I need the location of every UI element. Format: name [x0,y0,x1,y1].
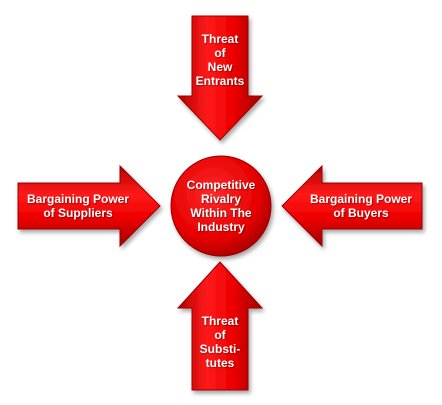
arrow-bottom [176,261,264,391]
arrow-top [176,15,264,141]
arrow-right [281,164,423,248]
arrow-left [17,164,161,248]
bargaining-power-suppliers-label: Bargaining Power of Suppliers [26,192,130,220]
threat-of-substitutes-label: Threat of Substi- tutes [199,314,241,370]
competitive-rivalry-label: Competitive Rivalry Within The Industry [186,178,256,234]
threat-of-new-entrants-label: Threat of New Entrants [195,32,245,88]
center-circle [170,155,272,257]
bargaining-power-buyers-label: Bargaining Power of Buyers [309,192,413,220]
